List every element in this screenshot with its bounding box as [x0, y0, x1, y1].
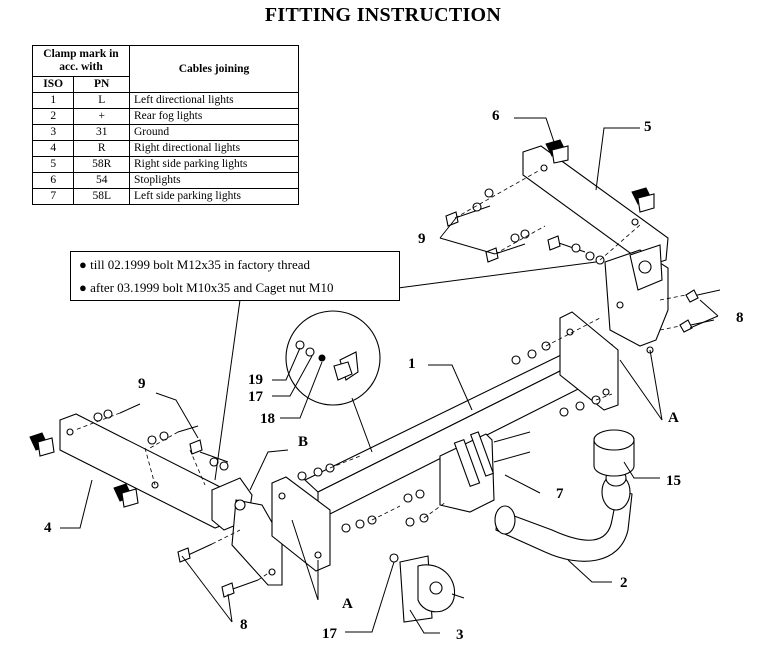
bolts	[119, 205, 721, 598]
label-17-detail: 17	[248, 389, 264, 405]
cable-cell: Right side parking lights	[129, 156, 299, 173]
bullet-icon: ●	[79, 257, 87, 272]
label-9-left: 9	[138, 376, 146, 392]
label-9-right: 9	[418, 231, 426, 247]
label-b: B	[298, 434, 308, 450]
label-a-left: A	[342, 596, 353, 612]
cable-clip-left	[29, 432, 139, 508]
label-5: 5	[644, 119, 652, 135]
label-17: 17	[322, 626, 338, 642]
label-19: 19	[248, 372, 263, 388]
note-line-2: ● after 03.1999 bolt M10x35 and Caget nu…	[79, 280, 333, 296]
assembly-lines	[74, 169, 687, 581]
table-row: 7 58L Left side parking lights	[31, 188, 299, 205]
tow-plate	[439, 431, 495, 513]
iso-cell: 7	[31, 188, 75, 205]
leader-lines	[60, 117, 719, 634]
cable-cell: Left side parking lights	[129, 188, 299, 205]
bullet-icon: ●	[79, 280, 87, 295]
left-side-bracket	[59, 413, 283, 586]
label-2: 2	[620, 575, 628, 591]
label-8-right: 8	[736, 310, 744, 326]
label-a-right: A	[668, 410, 679, 426]
socket-plate	[399, 555, 465, 623]
label-15: 15	[666, 473, 681, 489]
table-row: 2 + Rear fog lights	[31, 108, 299, 125]
header-clamp-mark: Clamp mark in acc. with	[32, 45, 130, 77]
clamp-table: Clamp mark in acc. with Cables joining I…	[31, 45, 299, 205]
note-text-2: after 03.1999 bolt M10x35 and Caget nut …	[90, 280, 334, 295]
note-line-1: ● till 02.1999 bolt M12x35 in factory th…	[79, 257, 310, 273]
label-1: 1	[408, 356, 416, 372]
label-18: 18	[260, 411, 275, 427]
page-title: FITTING INSTRUCTION	[264, 4, 502, 26]
table-row: 5 58R Right side parking lights	[31, 156, 299, 173]
pn-cell: 58R	[73, 156, 130, 173]
header-pn: PN	[73, 76, 130, 93]
main-crossbar	[271, 311, 619, 572]
label-6: 6	[492, 108, 500, 124]
label-8-left: 8	[240, 617, 248, 633]
label-4: 4	[44, 520, 52, 536]
tow-ball-neck	[494, 469, 633, 562]
right-side-bracket	[522, 145, 669, 354]
bolt-note-box: ● till 02.1999 bolt M12x35 in factory th…	[70, 251, 400, 301]
detail-circle	[285, 310, 381, 406]
label-3: 3	[456, 627, 464, 643]
table-row: 4 R Right directional lights	[31, 140, 299, 157]
ball-cap	[593, 429, 635, 477]
note-text-1: till 02.1999 bolt M12x35 in factory thre…	[90, 257, 310, 272]
label-7: 7	[556, 486, 564, 502]
table-row: 3 31 Ground	[31, 124, 299, 141]
